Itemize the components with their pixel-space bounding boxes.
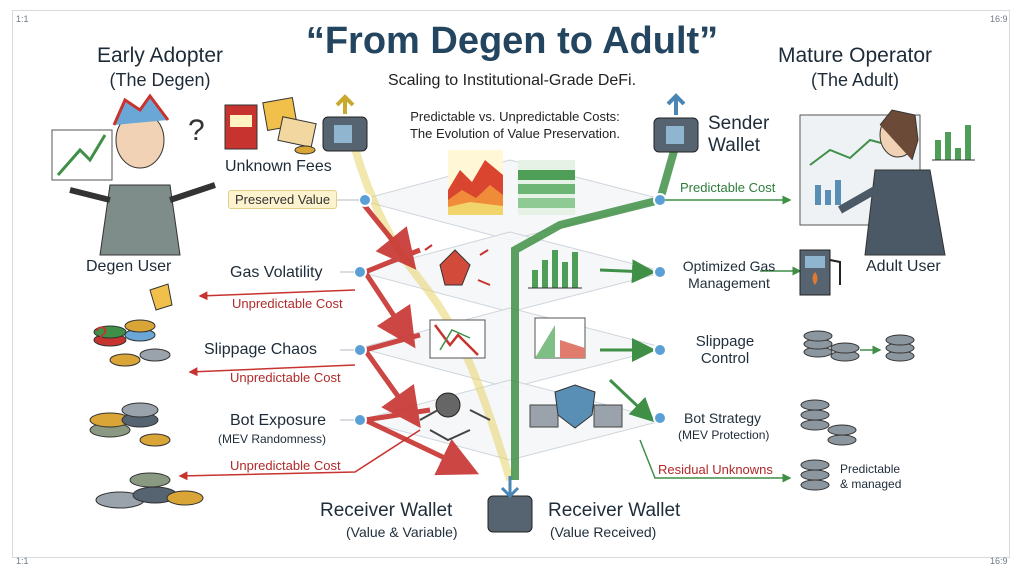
stable-area-chart — [518, 160, 575, 215]
slippage-control-chart — [534, 317, 586, 359]
slippage-control-label: Slippage Control — [690, 333, 760, 367]
unknown-fees-label: Unknown Fees — [225, 158, 332, 175]
green-bar-chart — [528, 250, 582, 289]
green-side-arrows — [599, 259, 656, 423]
slot-machine-graphic — [224, 97, 317, 155]
red-cost-arrows — [178, 289, 421, 481]
predictable-cost-label: Predictable Cost — [680, 180, 776, 195]
adult-user-illustration — [799, 109, 946, 256]
right-header-line1: Mature Operator — [777, 44, 933, 67]
preserved-value-badge: Preserved Value — [228, 190, 338, 209]
mev-protection-label: (MEV Protection) — [678, 428, 770, 442]
unpredictable-cost-label-1: Unpredictable Cost — [232, 296, 343, 311]
gas-volatility-label: Gas Volatility — [230, 264, 323, 281]
shield-wall-icon — [529, 384, 623, 429]
degen-user-illustration: ? — [51, 93, 216, 256]
unpredictable-cost-label-3: Unpredictable Cost — [230, 458, 341, 473]
predictable-managed-line1: Predictable — [840, 462, 901, 476]
sender-wallet-graphic — [653, 93, 699, 153]
svg-text:?: ? — [95, 322, 107, 347]
broken-gas-icon — [424, 244, 491, 286]
corner-label-br: 16:9 — [990, 556, 1008, 566]
left-header-line2: (The Degen) — [109, 70, 211, 90]
svg-text:?: ? — [188, 114, 205, 147]
yellow-flow — [346, 129, 514, 482]
sender-wallet-line2: Wallet — [708, 135, 761, 156]
corner-label-bl: 1:1 — [16, 556, 29, 566]
center-caption-line2: The Evolution of Value Preservation. — [409, 126, 621, 141]
bot-exposure-label: Bot Exposure — [230, 412, 327, 429]
left-header: Early Adopter (The Degen) — [95, 43, 225, 93]
right-bar-chart — [932, 125, 975, 161]
degen-user-label: Degen User — [86, 258, 172, 275]
predictable-managed-label: Predictable & managed — [840, 462, 901, 492]
right-header: Mature Operator (The Adult) — [770, 43, 940, 93]
frame-border — [12, 10, 1010, 558]
center-caption-line1: Predictable vs. Unpredictable Costs: — [410, 109, 620, 124]
right-coin-stacks — [800, 330, 915, 491]
green-flow — [511, 128, 684, 480]
optimized-gas-label: Optimized Gas Management — [679, 258, 779, 292]
page-subtitle: Scaling to Institutional-Grade DeFi. — [387, 72, 637, 89]
corner-label-tr: 16:9 — [990, 14, 1008, 24]
center-caption: Predictable vs. Unpredictable Costs: The… — [385, 108, 645, 142]
left-coin-stacks — [89, 283, 204, 509]
mev-randomness-label: (MEV Randomness) — [218, 432, 327, 446]
left-receiver-wallet-label: Receiver Wallet — [320, 500, 453, 521]
corner-label-tl: 1:1 — [16, 14, 29, 24]
bot-strategy-label: Bot Strategy — [684, 410, 762, 426]
slippage-chaos-label: Slippage Chaos — [204, 341, 317, 358]
optimized-gas-line2: Management — [688, 275, 770, 291]
left-wallet-graphic — [322, 94, 368, 152]
optimized-gas-line1: Optimized Gas — [682, 258, 776, 274]
crashing-chart-icon — [429, 319, 486, 359]
unpredictable-cost-label-2: Unpredictable Cost — [230, 370, 341, 385]
sender-wallet-label: Sender Wallet — [708, 113, 769, 157]
slippage-control-line2: Control — [700, 350, 750, 367]
receiver-wallet-graphic — [487, 476, 533, 533]
green-right-arrows — [639, 195, 882, 483]
right-receiver-wallet-sub: (Value Received) — [550, 524, 657, 540]
right-receiver-wallet-label: Receiver Wallet — [548, 500, 681, 521]
right-header-line2: (The Adult) — [810, 70, 900, 90]
fuel-pump-graphic — [799, 249, 841, 296]
slippage-control-line1: Slippage — [695, 333, 755, 350]
left-header-line1: Early Adopter — [96, 44, 224, 67]
adult-user-label: Adult User — [866, 258, 941, 275]
bot-exposure-icon — [419, 392, 491, 442]
volatile-area-chart — [448, 150, 503, 215]
page-title: “From Degen to Adult” — [305, 20, 719, 62]
predictable-managed-line2: & managed — [840, 477, 902, 491]
left-receiver-wallet-sub: (Value & Variable) — [346, 524, 458, 540]
residual-unknowns-label: Residual Unknowns — [658, 462, 773, 477]
sender-wallet-line1: Sender — [708, 113, 770, 134]
label-connectors — [335, 199, 359, 421]
